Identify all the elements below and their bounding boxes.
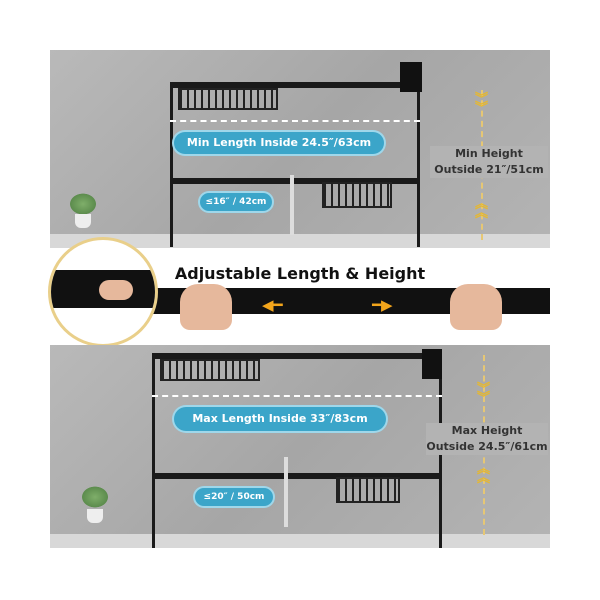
faucet [284,457,288,527]
countertop [50,534,550,548]
top-shelf [152,353,442,359]
min-size-panel: Min Length Inside 24.5″/63cm ≤16″ / 42cm… [50,50,550,248]
countertop [50,234,550,248]
dish-basket [178,88,278,110]
middle-shelf [152,473,442,479]
detail-inset [48,237,158,347]
utensil-holder [422,349,442,379]
max-length-label: Max Length Inside 33″/83cm [174,407,386,431]
max-height-line2: Outside 24.5″/61cm [426,440,548,453]
length-dash-line [170,120,420,122]
length-dash-line [152,395,442,397]
finger [99,280,133,300]
left-hand [180,284,232,330]
chevron-down-icon: ︾︾ [477,382,491,406]
min-height-label: Min Height Outside 21″/51cm [430,146,548,178]
middle-shelf [170,178,420,184]
cup-basket [322,182,392,208]
max-size-panel: Max Length Inside 33″/83cm ≤20″ / 50cm ︾… [50,345,550,548]
top-shelf [170,82,420,88]
band-title: Adjustable Length & Height [174,264,426,283]
cup-basket [336,477,400,503]
min-gap-label: ≤16″ / 42cm [200,193,272,211]
plant [80,485,110,509]
arrow-left-icon: ◀━ [262,296,283,314]
plant-pot [75,214,91,228]
chevron-up-icon: ︽︽ [475,197,489,221]
plant [68,192,98,216]
adjustable-band: Adjustable Length & Height [0,258,600,344]
dish-rack [152,353,442,548]
max-height-label: Max Height Outside 24.5″/61cm [426,423,548,455]
min-height-line1: Min Height [455,147,523,160]
max-gap-label: ≤20″ / 50cm [195,488,273,506]
max-height-line1: Max Height [451,424,523,437]
chevron-down-icon: ︾︾ [475,92,489,116]
chevron-up-icon: ︽︽ [477,462,491,486]
right-hand [450,284,502,330]
utensil-holder [400,62,422,92]
min-length-label: Min Length Inside 24.5″/63cm [174,132,384,154]
min-height-line2: Outside 21″/51cm [434,163,544,176]
arrow-right-icon: ━▶ [372,296,393,314]
faucet [290,175,294,235]
plant-pot [87,509,103,523]
dish-basket [160,359,260,381]
